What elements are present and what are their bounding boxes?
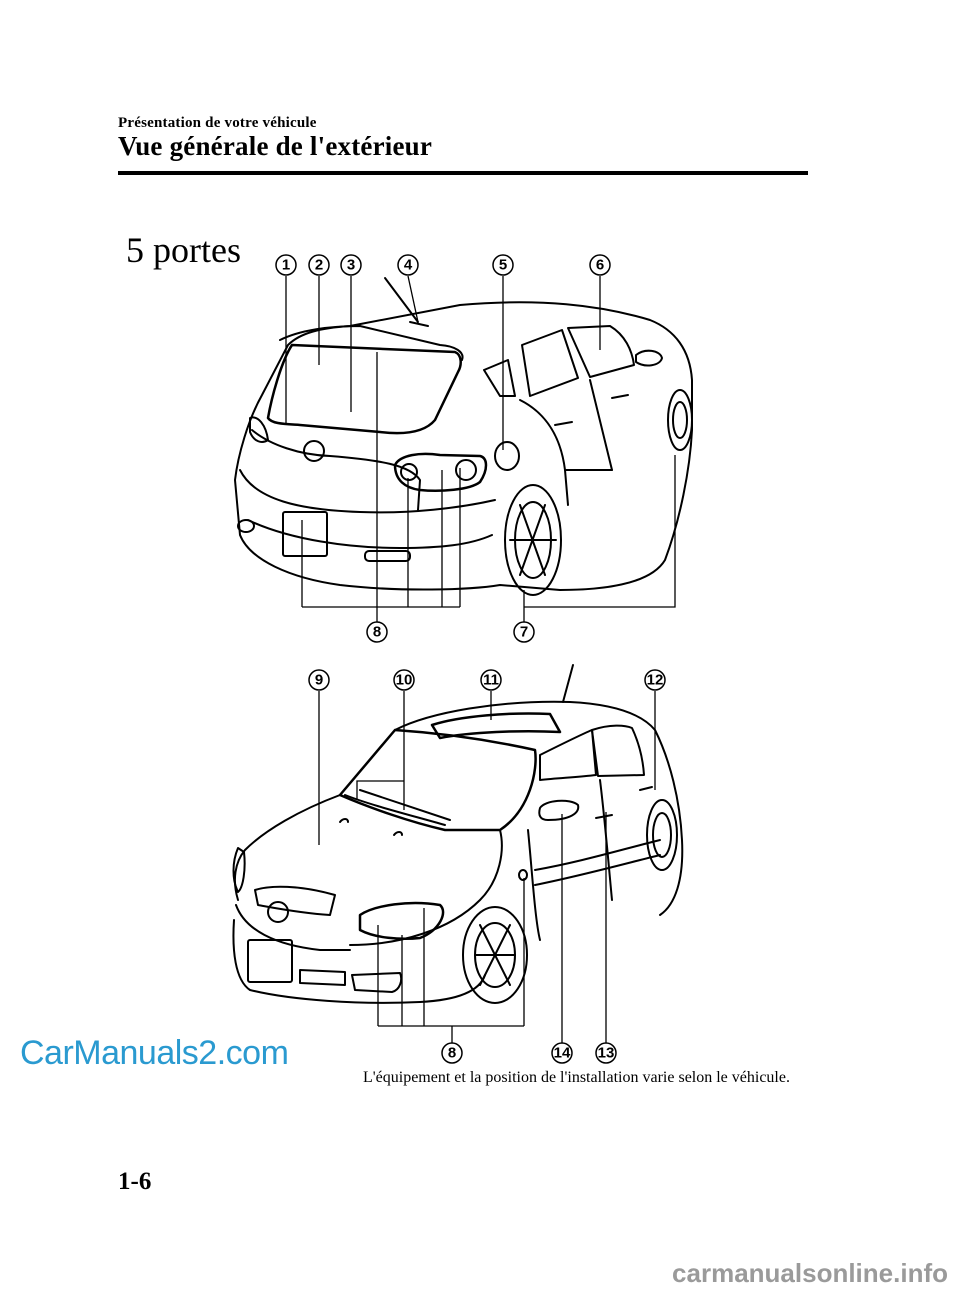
svg-text:12: 12	[647, 672, 664, 689]
svg-text:1: 1	[282, 257, 290, 274]
svg-text:8: 8	[373, 624, 381, 641]
svg-text:14: 14	[554, 1045, 571, 1062]
svg-text:13: 13	[598, 1045, 615, 1062]
svg-text:10: 10	[396, 672, 413, 689]
svg-text:7: 7	[520, 624, 528, 641]
svg-text:8: 8	[448, 1045, 456, 1062]
svg-text:9: 9	[315, 672, 323, 689]
callout-2: 2	[308, 254, 330, 276]
front-view-leader-lines	[318, 691, 656, 1043]
watermark-left: CarManuals2.com	[20, 1034, 289, 1072]
svg-text:3: 3	[347, 257, 355, 274]
watermark-right: carmanualsonline.info	[672, 1258, 948, 1288]
callout-8-rear: 8	[366, 621, 388, 643]
rear-view-car-illustration	[234, 277, 693, 596]
front-view-callouts: 9 10 11 12 8 14 13	[308, 669, 666, 1064]
callout-10: 10	[393, 669, 415, 691]
variant-label: 5 portes	[126, 230, 241, 270]
callout-7: 7	[513, 621, 535, 643]
callout-11: 11	[480, 669, 502, 691]
svg-text:11: 11	[483, 672, 499, 689]
callout-6: 6	[589, 254, 611, 276]
svg-text:5: 5	[499, 257, 507, 274]
page-title: Vue générale de l'extérieur	[118, 131, 433, 161]
callout-3: 3	[340, 254, 362, 276]
callout-8-front: 8	[441, 1042, 463, 1064]
callout-4: 4	[397, 254, 419, 276]
title-rule	[118, 171, 808, 175]
svg-text:6: 6	[596, 257, 604, 274]
front-view-car-illustration	[232, 664, 684, 1004]
rear-view-leader-lines	[285, 275, 676, 622]
callout-12: 12	[644, 669, 666, 691]
callout-1: 1	[275, 254, 297, 276]
rear-view-callouts: 1 2 3 4 5 6 7 8	[275, 254, 611, 643]
figure-caption: L'équipement et la position de l'install…	[363, 1069, 790, 1086]
svg-text:4: 4	[404, 257, 413, 274]
callout-14: 14	[551, 1042, 573, 1064]
callout-9: 9	[308, 669, 330, 691]
callout-13: 13	[595, 1042, 617, 1064]
section-label: Présentation de votre véhicule	[118, 115, 317, 131]
callout-5: 5	[492, 254, 514, 276]
page-number: 1-6	[118, 1168, 152, 1195]
svg-text:2: 2	[315, 257, 323, 274]
